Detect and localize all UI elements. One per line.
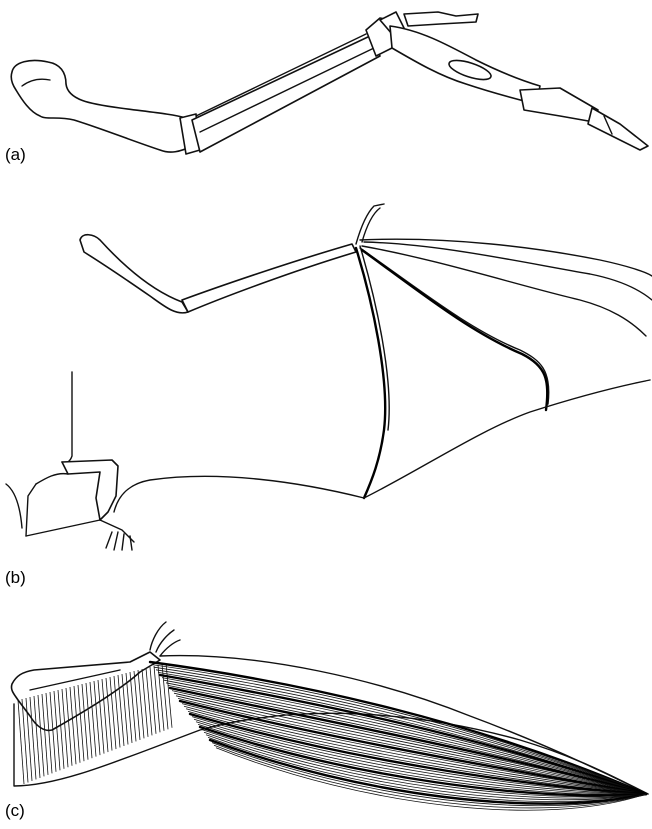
panel-label-b: (b) xyxy=(5,568,26,587)
panel-label-a: (a) xyxy=(5,145,26,164)
panel-label-c: (c) xyxy=(5,801,25,820)
forelimb-skeleton-icon xyxy=(11,12,648,154)
bat-wing-skeleton-icon xyxy=(6,204,652,550)
